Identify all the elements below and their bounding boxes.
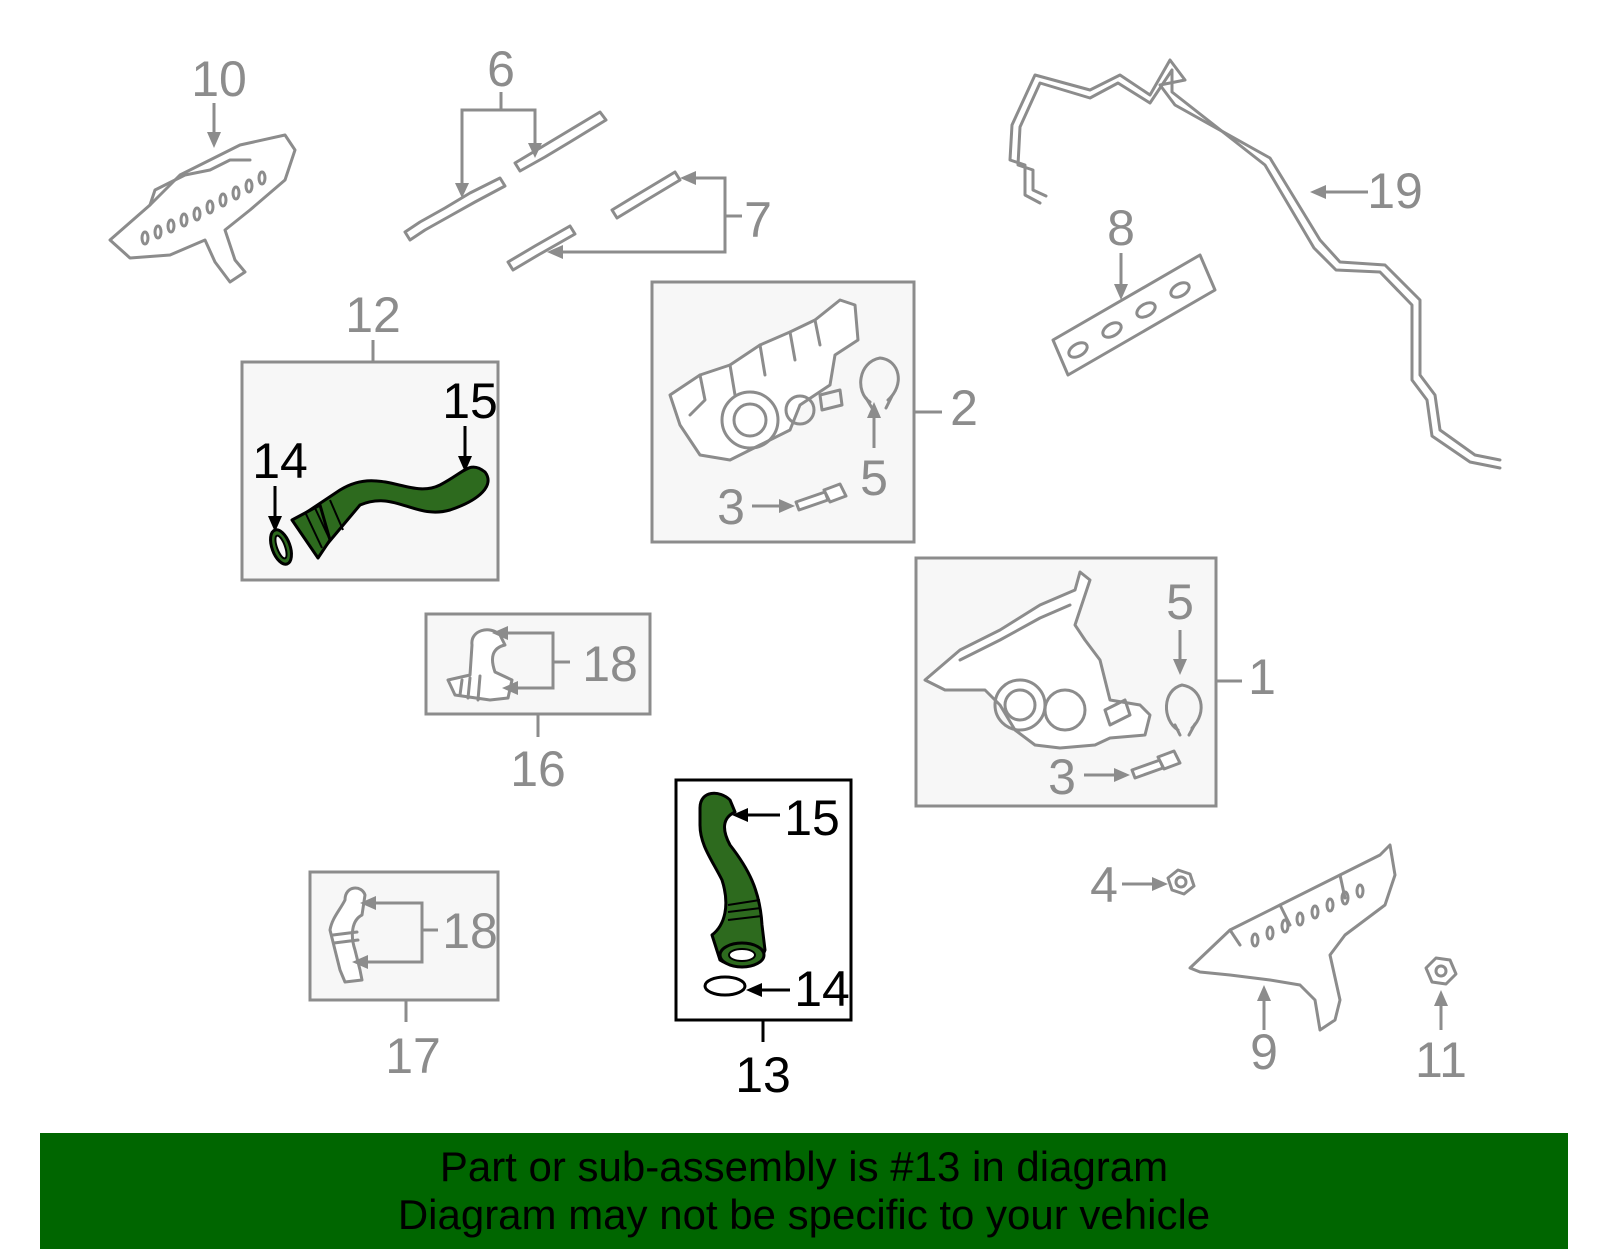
leader-9	[1257, 985, 1271, 1030]
part-18-hose-box16	[446, 628, 514, 702]
callout-7: 7	[744, 192, 772, 248]
leader-18-box16	[492, 626, 570, 695]
leader-6	[455, 92, 542, 198]
leader-18-box17	[352, 896, 438, 969]
callout-2: 2	[950, 380, 978, 436]
leader-14-box12	[268, 486, 282, 532]
callout-17: 17	[385, 1028, 441, 1084]
part-8-gasket-plate	[1051, 253, 1217, 377]
callout-18-box17: 18	[442, 903, 498, 959]
callout-5-box2: 5	[860, 450, 888, 506]
part-1-manifold	[923, 570, 1152, 750]
leader-7	[547, 171, 742, 259]
leader-3-box2	[752, 499, 795, 513]
leader-14-box13	[746, 983, 790, 997]
callout-3-box2: 3	[717, 479, 745, 535]
footer-line-1: Part or sub-assembly is #13 in diagram	[439, 1143, 1169, 1190]
footer-banner: Part or sub-assembly is #13 in diagram D…	[40, 1133, 1568, 1249]
callout-4: 4	[1090, 857, 1118, 913]
part-10-heat-shield	[108, 133, 297, 284]
leader-15-box12	[458, 426, 472, 472]
part-2-turbo	[668, 298, 860, 462]
part-11-nut	[1424, 956, 1458, 986]
callout-8: 8	[1107, 200, 1135, 256]
part-6-gaskets	[403, 110, 608, 242]
leader-11	[1434, 990, 1448, 1030]
callout-19: 19	[1367, 163, 1423, 219]
callout-10: 10	[191, 51, 247, 107]
part-4-nut	[1166, 868, 1196, 896]
leader-10	[207, 103, 221, 148]
part-14-oring-box12	[269, 528, 293, 566]
callout-18-box16: 18	[582, 636, 638, 692]
callout-11: 11	[1415, 1032, 1467, 1088]
callout-6: 6	[487, 41, 515, 97]
callout-5-box1: 5	[1166, 574, 1194, 630]
leader-5-box1	[1173, 630, 1187, 675]
callout-14-box13: 14	[794, 961, 850, 1017]
part-9-heat-shield	[1188, 843, 1397, 1032]
part-14-oring-box13	[703, 975, 747, 997]
callout-1: 1	[1248, 649, 1276, 705]
callout-14-box12: 14	[252, 433, 308, 489]
leader-15-box13	[732, 808, 780, 822]
callout-13: 13	[735, 1047, 791, 1103]
footer-line-2: Diagram may not be specific to your vehi…	[397, 1191, 1211, 1238]
leader-8	[1114, 253, 1128, 300]
leader-5-box2	[867, 402, 881, 448]
leader-19	[1310, 185, 1368, 199]
callout-15-box13: 15	[784, 790, 840, 846]
callout-15-box12: 15	[442, 373, 498, 429]
part-5-clamp-box2	[859, 356, 900, 410]
callout-3-box1: 3	[1048, 749, 1076, 805]
part-3-bolt-box1	[1130, 749, 1182, 780]
part-7-gaskets	[506, 170, 682, 272]
leader-4	[1122, 877, 1168, 891]
callout-16: 16	[510, 741, 566, 797]
part-3-bolt-box2	[794, 482, 848, 512]
part-15-hose-box12	[290, 465, 490, 560]
part-15-hose-box13	[698, 791, 767, 969]
part-5-clamp-box1	[1165, 683, 1203, 737]
part-18-hose-box17	[328, 886, 367, 984]
callout-9: 9	[1250, 1024, 1278, 1080]
leader-3-box1	[1084, 768, 1130, 782]
callout-12: 12	[345, 287, 401, 343]
part-19-pipe	[1008, 58, 1502, 470]
